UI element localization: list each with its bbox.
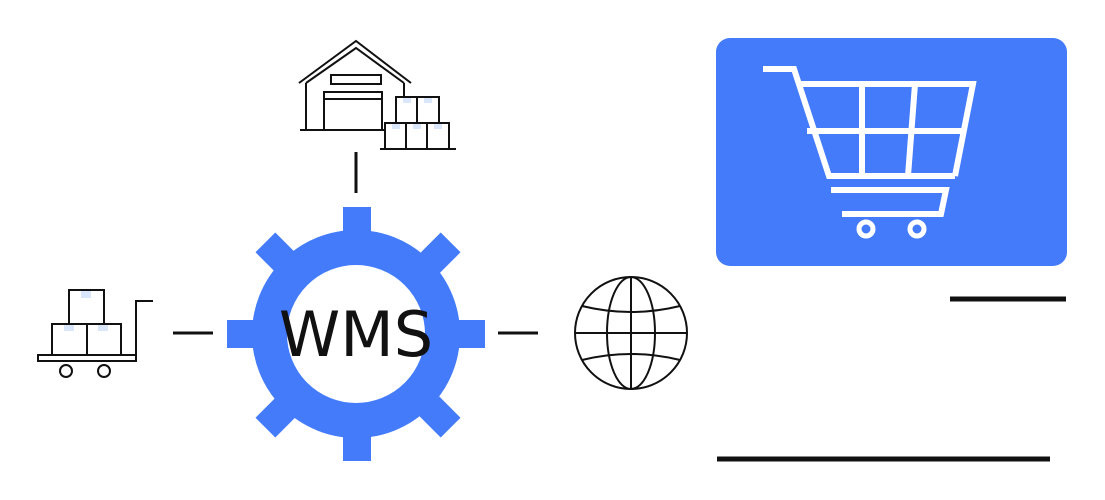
- cart-wheels: [856, 219, 927, 239]
- hand-truck-boxes-icon: [37, 289, 153, 378]
- globe-icon: [574, 276, 688, 390]
- cart-panel: [716, 38, 1067, 266]
- warehouse-box-tape: [392, 98, 442, 129]
- shopping-cart-icon: [763, 66, 977, 217]
- gear-ring: [252, 230, 460, 438]
- warehouse-icon: [298, 39, 456, 150]
- hub-label: WMS: [279, 298, 433, 371]
- hand-truck-box-tape: [64, 291, 108, 331]
